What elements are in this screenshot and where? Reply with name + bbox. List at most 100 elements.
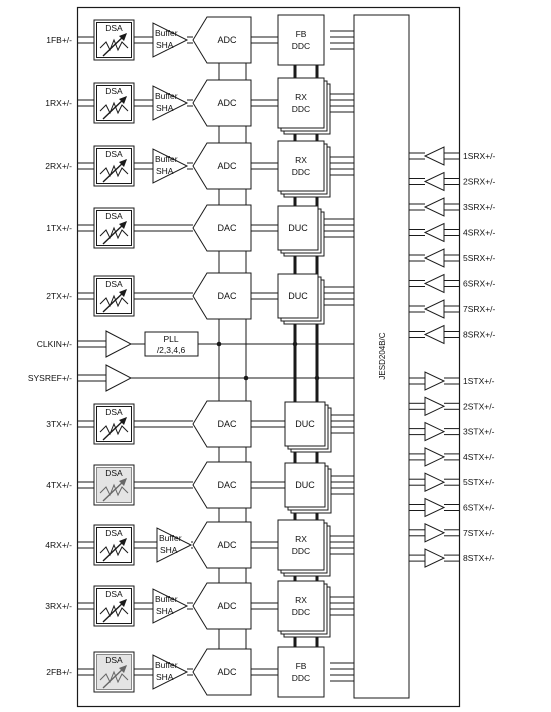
dsa-label: DSA <box>105 23 123 33</box>
stx-label-1: 1STX+/- <box>463 376 495 386</box>
adc-label: ADC <box>217 35 237 45</box>
adc-label: ADC <box>217 667 237 677</box>
srx-label-1: 1SRX+/- <box>463 151 496 161</box>
adc-block-rx0 <box>192 16 252 64</box>
ddc-block-4-label-top: RX <box>295 595 307 605</box>
srx-label-2: 2SRX+/- <box>463 177 496 187</box>
ddc-block-1-label-top: RX <box>295 92 307 102</box>
arrow-head-icon <box>119 33 127 41</box>
pll-label: PLL <box>163 334 178 344</box>
duc-block-1 <box>277 273 319 319</box>
ddc-block-2 <box>277 140 325 192</box>
srx-label-6: 6SRX+/- <box>463 279 496 289</box>
ddc-block-5-label-bottom: DDC <box>292 673 310 683</box>
stx-label-2: 2STX+/- <box>463 401 495 411</box>
ddc-block-0-label-bottom: DDC <box>292 41 310 51</box>
dsa-label: DSA <box>105 528 123 538</box>
attenuator-icon <box>99 422 129 436</box>
clkin-buffer-triangle <box>105 330 133 358</box>
stx-label-6: 6STX+/- <box>463 503 495 513</box>
input-label-1: 1RX+/- <box>45 98 72 108</box>
input-label-9: 4RX+/- <box>45 540 72 550</box>
attenuator-icon <box>99 226 129 240</box>
sha-label: SHA <box>156 606 174 616</box>
input-label-5: CLKIN+/- <box>37 339 72 349</box>
adc-block-rx2 <box>192 142 252 190</box>
srx-buffer-1 <box>423 146 445 166</box>
ddc-block-1-label-bottom: DDC <box>292 104 310 114</box>
arrow-head-icon <box>119 221 127 229</box>
adc-label: ADC <box>217 98 237 108</box>
ddc-block-0 <box>277 14 325 66</box>
buffer-triangle-rx4 <box>152 588 189 624</box>
ddc-block-5 <box>277 646 325 698</box>
stx-label-8: 8STX+/- <box>463 553 495 563</box>
input-label-6: SYSREF+/- <box>28 373 72 383</box>
dsa-label: DSA <box>105 655 123 665</box>
adc-label: ADC <box>217 601 237 611</box>
arrow-head-icon <box>119 599 127 607</box>
ddc-block-2-label-bottom: DDC <box>292 167 310 177</box>
dsa-label: DSA <box>105 589 123 599</box>
attenuator-icon <box>99 543 129 557</box>
duc-block-0 <box>277 205 319 251</box>
buffer-triangle-rx0 <box>152 22 189 58</box>
input-label-0: 1FB+/- <box>46 35 72 45</box>
sha-label: SHA <box>156 166 174 176</box>
dac-block-tx0 <box>192 204 252 252</box>
srx-buffer-8 <box>423 324 445 345</box>
duc-block-3 <box>284 462 326 508</box>
ddc-block-3 <box>277 519 325 571</box>
ddc-block-5-label-top: FB <box>296 661 307 671</box>
stx-buffer-7 <box>424 523 446 543</box>
stx-label-7: 7STX+/- <box>463 528 495 538</box>
srx-label-7: 7SRX+/- <box>463 304 496 314</box>
buffer-label: Buffer <box>155 28 178 38</box>
dsa-label: DSA <box>105 211 123 221</box>
sha-label: SHA <box>156 40 174 50</box>
arrow-head-icon <box>119 478 127 486</box>
attenuator-icon <box>99 604 129 618</box>
arrow-head-icon <box>119 417 127 425</box>
ddc-block-1 <box>277 77 325 129</box>
duc-block-2-label: DUC <box>295 419 315 429</box>
junction-dot <box>292 341 298 347</box>
input-label-3: 1TX+/- <box>46 223 72 233</box>
dac-label: DAC <box>217 480 237 490</box>
stx-buffer-3 <box>424 421 446 442</box>
srx-buffer-5 <box>423 248 445 268</box>
stx-label-5: 5STX+/- <box>463 477 495 487</box>
attenuator-icon <box>99 670 129 684</box>
arrow-head-icon <box>119 289 127 297</box>
jesd-block <box>353 14 410 699</box>
dsa-label: DSA <box>105 86 123 96</box>
stx-buffer-4 <box>424 447 446 467</box>
dsa-inner-rx4 <box>96 588 132 624</box>
dac-label: DAC <box>217 223 237 233</box>
sysref-buffer-triangle <box>105 364 133 392</box>
sha-label: SHA <box>160 545 178 555</box>
ddc-block-4-label-bottom: DDC <box>292 607 310 617</box>
junction-dot <box>216 341 222 347</box>
srx-buffer-4 <box>423 222 445 243</box>
dac-block-tx3 <box>192 461 252 509</box>
dac-block-tx1 <box>192 272 252 320</box>
buffer-label: Buffer <box>155 91 178 101</box>
dac-label: DAC <box>217 291 237 301</box>
chip-boundary <box>76 6 461 708</box>
input-label-2: 2RX+/- <box>45 161 72 171</box>
duc-block-3-label: DUC <box>295 480 315 490</box>
arrow-head-icon <box>119 538 127 546</box>
buffer-label: Buffer <box>155 660 178 670</box>
junction-dot <box>243 375 249 381</box>
buffer-triangle-rx3 <box>156 527 193 563</box>
duc-block-0-label: DUC <box>288 223 308 233</box>
buffer-triangle-rx5 <box>152 654 189 690</box>
buffer-triangle-rx2 <box>152 148 189 184</box>
srx-label-5: 5SRX+/- <box>463 253 496 263</box>
srx-buffer-7 <box>423 299 445 319</box>
stx-buffer-5 <box>424 472 446 492</box>
stx-label-4: 4STX+/- <box>463 452 495 462</box>
dac-label: DAC <box>217 419 237 429</box>
